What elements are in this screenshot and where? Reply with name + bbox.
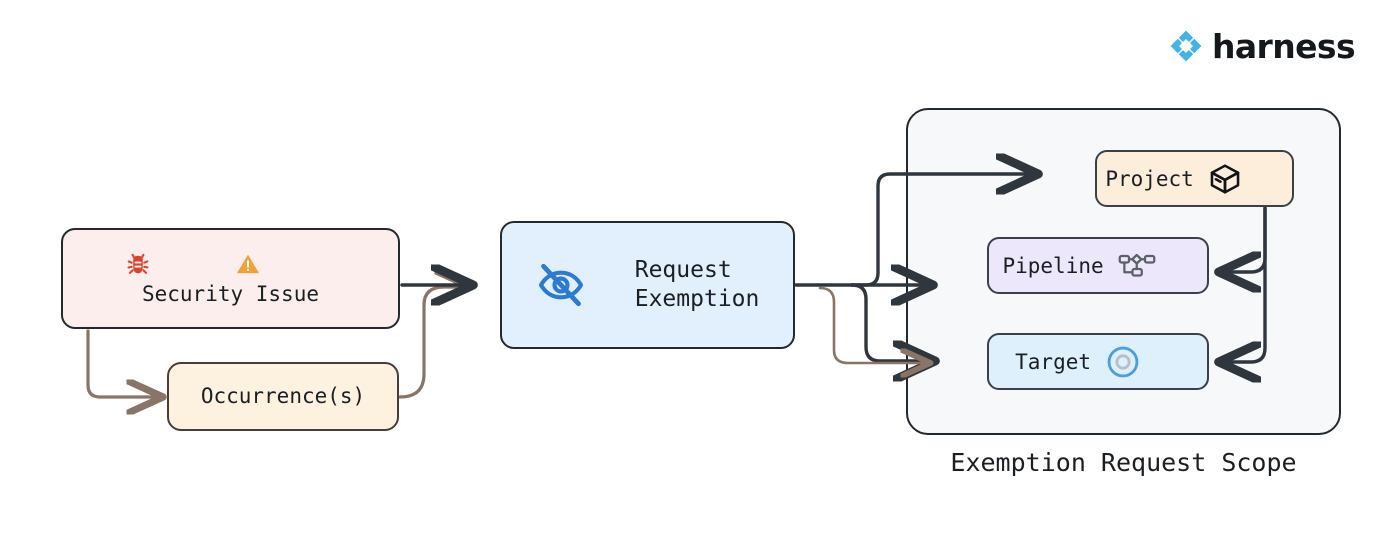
harness-logo: harness — [1168, 26, 1356, 66]
edge-security-to-occurrence — [86, 329, 160, 397]
request-exemption-label: Request Exemption — [634, 256, 760, 312]
node-occurrences[interactable]: Occurrence(s) — [167, 362, 399, 431]
pipeline-nodes-icon — [1118, 203, 1194, 329]
scope-caption: Exemption Request Scope — [950, 448, 1297, 477]
node-security-issue[interactable]: Security Issue — [61, 228, 400, 329]
eye-off-icon — [536, 201, 619, 369]
pipeline-label: Pipeline — [1002, 253, 1104, 278]
occurrences-label: Occurrence(s) — [200, 384, 366, 409]
bug-icon — [125, 197, 226, 331]
harness-wordmark: harness — [1212, 26, 1356, 66]
node-target[interactable]: Target — [987, 333, 1209, 390]
project-label: Project — [1105, 166, 1194, 191]
edge-occurrence-to-request — [398, 287, 468, 399]
box-3d-icon — [1208, 114, 1284, 244]
node-project[interactable]: Project — [1095, 150, 1294, 207]
warning-triangle-icon — [235, 197, 336, 331]
node-request-exemption[interactable]: Request Exemption — [500, 221, 795, 349]
security-issue-icons — [125, 249, 335, 279]
harness-diamond-logo-icon — [1168, 28, 1204, 64]
target-label: Target — [1015, 349, 1091, 374]
security-issue-label: Security Issue — [141, 282, 319, 307]
target-ring-icon — [1105, 296, 1181, 428]
node-pipeline[interactable]: Pipeline — [987, 237, 1209, 294]
